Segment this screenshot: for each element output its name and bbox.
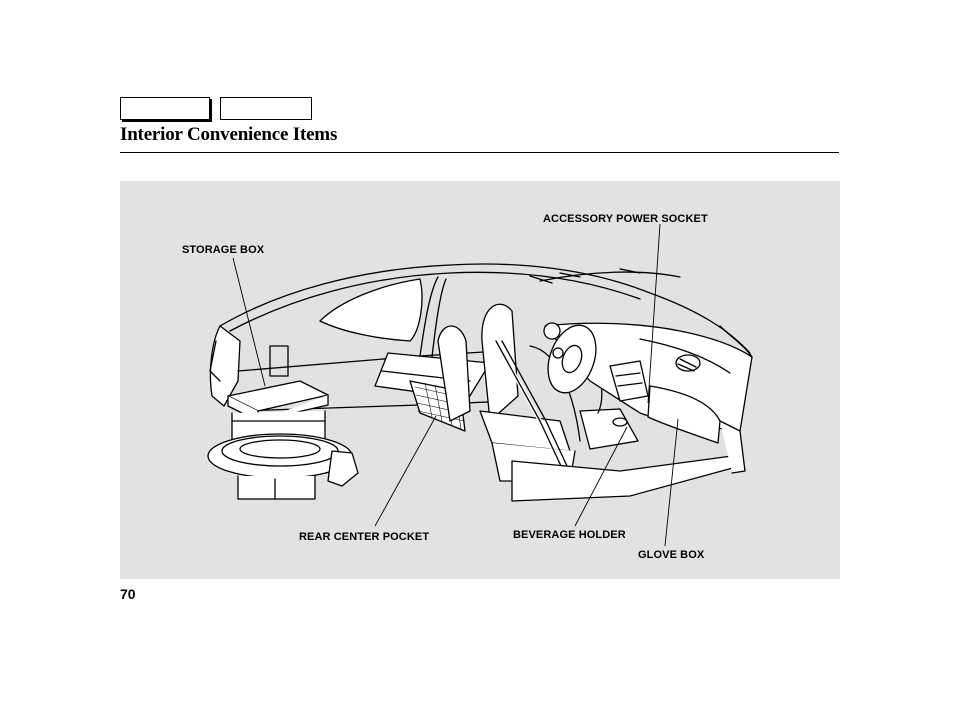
callout-rear-center-pocket: REAR CENTER POCKET <box>299 531 430 543</box>
page-title: Interior Convenience Items <box>120 124 338 145</box>
section-tab-2[interactable] <box>220 97 312 120</box>
title-divider <box>120 152 839 153</box>
callout-accessory-power-socket: ACCESSORY POWER SOCKET <box>543 213 708 225</box>
callout-storage-box: STORAGE BOX <box>182 244 265 256</box>
callout-glove-box: GLOVE BOX <box>638 549 705 561</box>
page-number: 70 <box>120 586 136 602</box>
interior-illustration: STORAGE BOX ACCESSORY POWER SOCKET REAR … <box>120 181 840 579</box>
callout-beverage-holder: BEVERAGE HOLDER <box>513 529 626 541</box>
car-interior-drawing <box>207 223 753 547</box>
section-tab-1[interactable] <box>120 97 210 120</box>
